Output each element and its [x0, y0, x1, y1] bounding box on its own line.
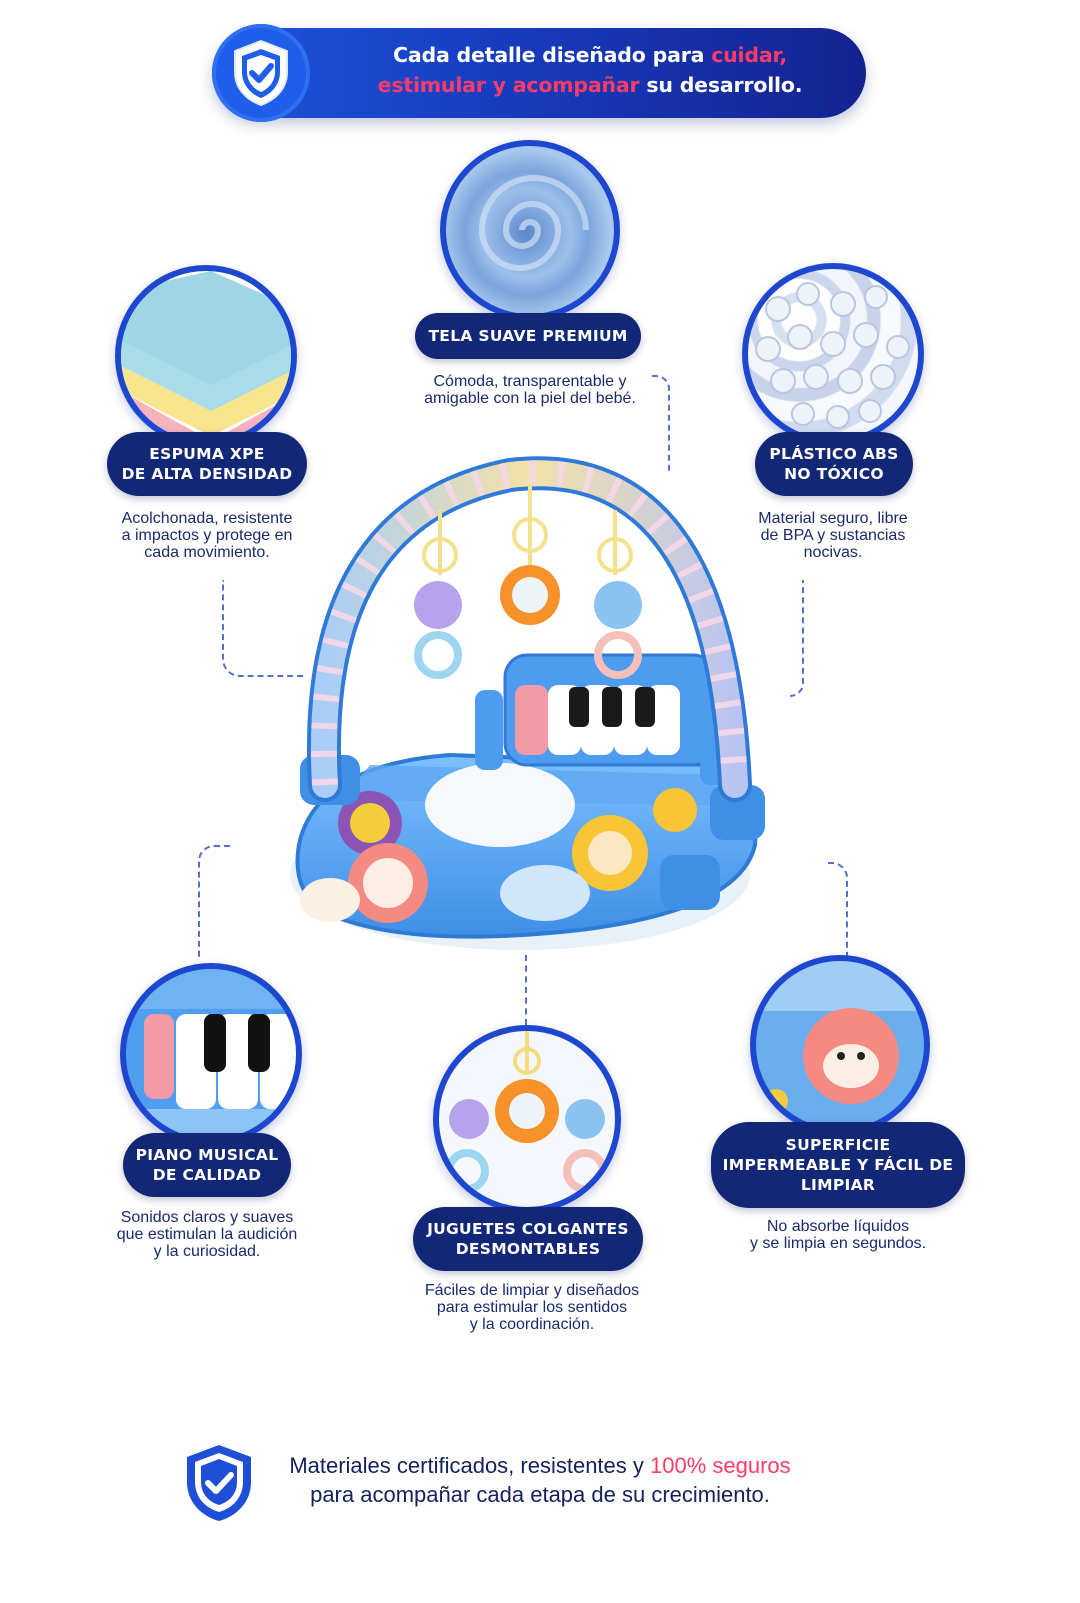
connector-piano: [198, 845, 230, 957]
plastic-title-pill: PLÁSTICO ABS NO TÓXICO: [755, 432, 913, 496]
footer-text-before: Materiales certificados, resistentes y: [289, 1453, 651, 1478]
shield-check-icon: [187, 1445, 251, 1521]
fabric-title-pill: TELA SUAVE PREMIUM: [415, 313, 641, 359]
foam-title-line2: DE ALTA DENSIDAD: [121, 465, 293, 483]
piano-title-line1: PIANO MUSICAL: [135, 1146, 279, 1164]
header-banner: [212, 28, 866, 118]
connector-fabric: [652, 375, 670, 472]
foam-title-line1: ESPUMA XPE: [149, 445, 265, 463]
foam-layers: [121, 271, 291, 441]
plastic-title-line1: PLÁSTICO ABS: [769, 445, 899, 463]
fabric-photo-circle: [440, 140, 620, 320]
piano-photo-circle: [120, 963, 302, 1145]
piano-title-line2: DE CALIDAD: [152, 1166, 262, 1184]
footer-text-after: para acompañar cada etapa de su crecimie…: [310, 1482, 770, 1507]
connector-surface: [828, 862, 848, 959]
surface-title-line2: IMPERMEABLE Y FÁCIL DE: [722, 1156, 954, 1174]
header-text-after: su desarrollo.: [639, 73, 803, 97]
connector-foam: [222, 580, 304, 677]
toys-description: Fáciles de limpiar y diseñados para esti…: [424, 1282, 640, 1333]
plastic-description: Material seguro, libre de BPA y sustanci…: [758, 510, 908, 561]
footer-message: Materiales certificados, resistentes y 1…: [250, 1451, 830, 1509]
piano-keys: [126, 969, 296, 1139]
toys-hanging: [445, 1031, 607, 1193]
toys-title-line1: JUGUETES COLGANTES: [427, 1220, 629, 1238]
shield-check-icon: [234, 39, 288, 107]
surface-description: No absorbe líquidos y se limpia en segun…: [749, 1218, 927, 1252]
fabric-description: Cómoda, transparentable y amigable con l…: [424, 373, 636, 407]
footer-highlight: 100% seguros: [650, 1453, 791, 1478]
surface-photo-circle: [750, 955, 930, 1135]
plastic-pellets: [755, 282, 910, 429]
plastic-photo-circle: [742, 263, 924, 445]
plastic-title-line2: NO TÓXICO: [784, 465, 884, 483]
surface-title-pill: SUPERFICIE IMPERMEABLE Y FÁCIL DE LIMPIA…: [711, 1122, 965, 1208]
surface-print: [756, 961, 924, 1113]
toys-photo-circle: [433, 1025, 621, 1213]
fabric-title: TELA SUAVE PREMIUM: [428, 327, 628, 345]
piano-description: Sonidos claros y suaves que estimulan la…: [116, 1209, 298, 1260]
header-text-before: Cada detalle diseñado para: [393, 43, 712, 67]
header-highlight-2: estimular y acompañar: [377, 73, 640, 97]
header-highlight-1: cuidar,: [711, 43, 787, 67]
header-shield-badge: [212, 24, 310, 122]
foam-title-pill: ESPUMA XPE DE ALTA DENSIDAD: [107, 432, 307, 496]
toys-title-line2: DESMONTABLES: [455, 1240, 601, 1258]
connector-toys: [525, 955, 529, 1025]
connector-plastic: [790, 580, 804, 697]
play-gym-product-image: [290, 456, 765, 950]
fabric-swirl: [478, 175, 589, 271]
header-title: Cada detalle diseñado para cuidar, estim…: [330, 40, 850, 100]
toys-title-pill: JUGUETES COLGANTES DESMONTABLES: [413, 1207, 643, 1271]
surface-title-line3: LIMPIAR: [800, 1176, 876, 1194]
foam-photo-circle: [115, 265, 297, 447]
surface-title-line1: SUPERFICIE: [785, 1136, 891, 1154]
foam-description: Acolchonada, resistente a impactos y pro…: [121, 510, 293, 561]
piano-title-pill: PIANO MUSICAL DE CALIDAD: [123, 1133, 291, 1197]
